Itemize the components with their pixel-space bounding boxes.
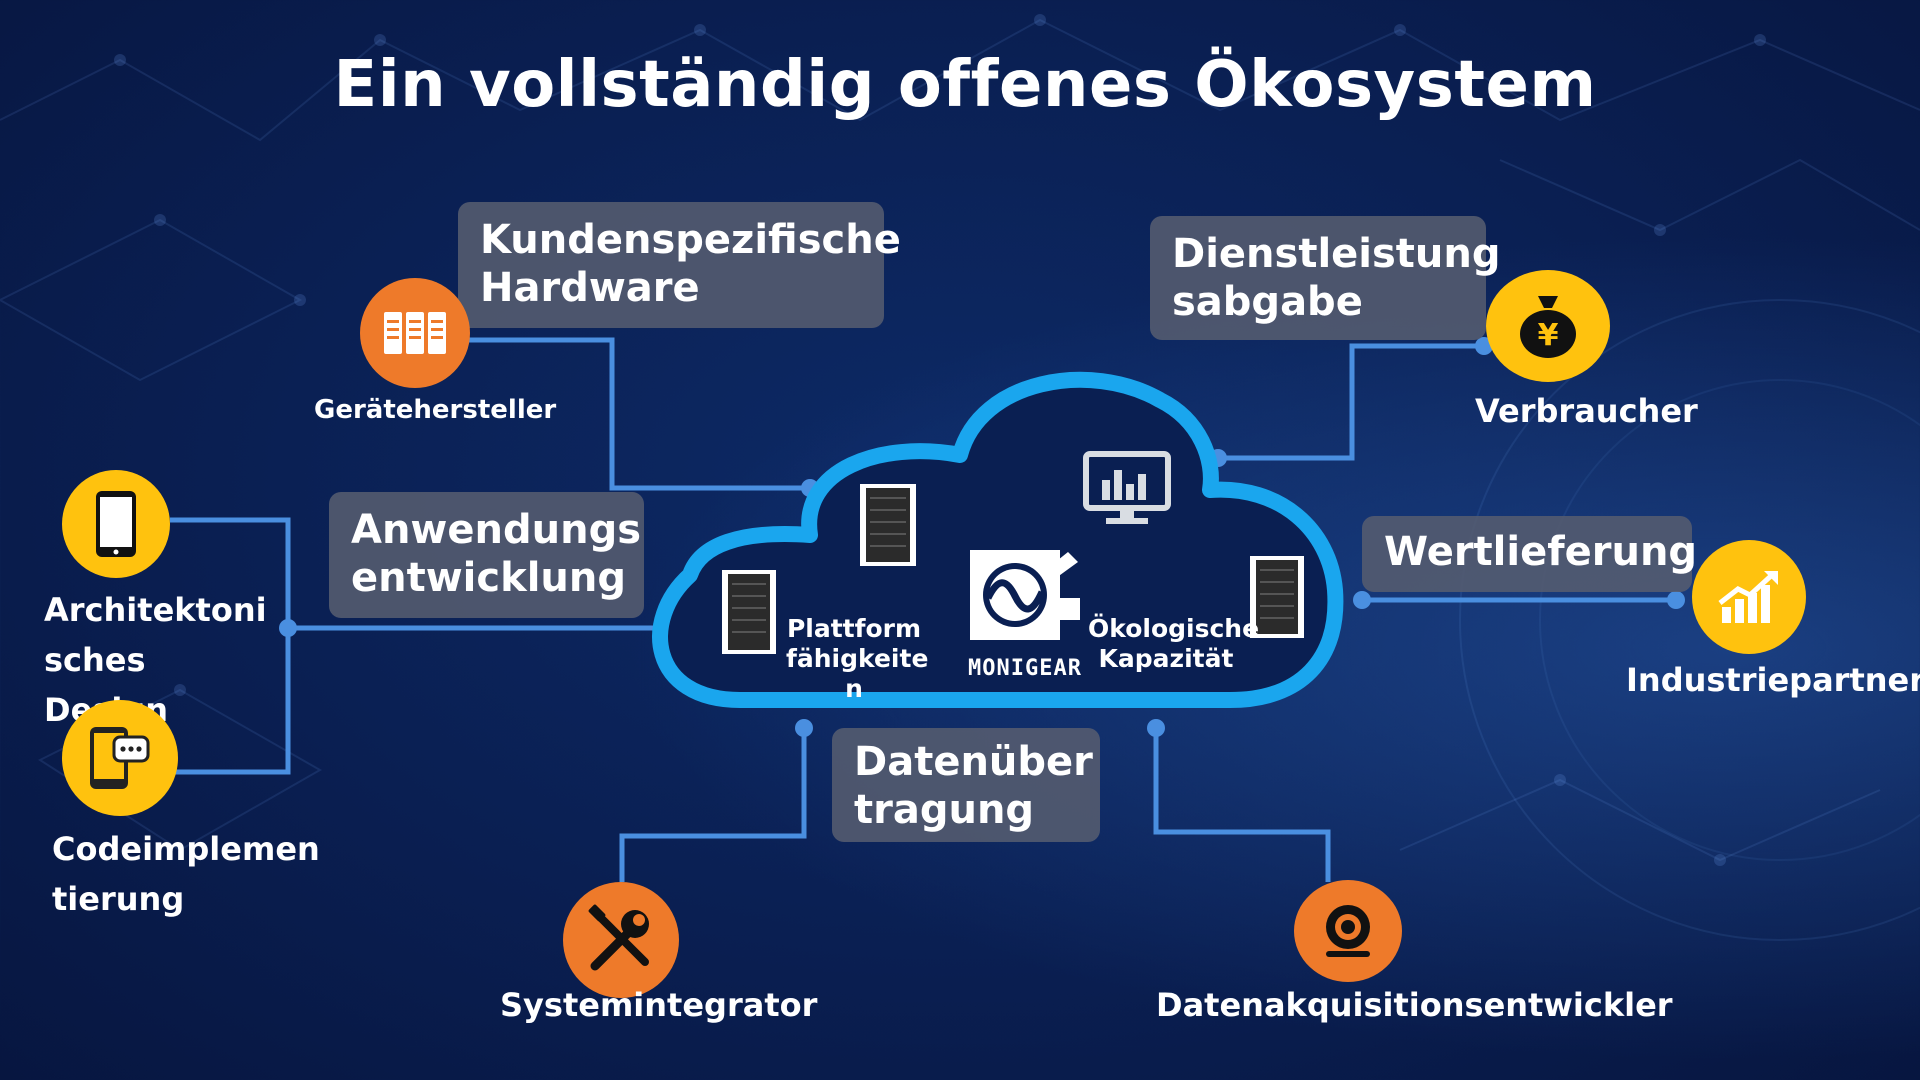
monigear-logo: MONIGEAR	[968, 548, 1088, 684]
connector-integrator	[619, 728, 807, 882]
box-data-transfer: Datenüber tragung	[832, 728, 1100, 842]
connector-daq	[1153, 728, 1331, 882]
node-daq	[1294, 880, 1402, 982]
label-industry: Industriepartner	[1626, 661, 1920, 699]
node-code	[62, 700, 178, 816]
tools-icon	[588, 904, 649, 971]
label-architecture: Architektoni sches Design	[44, 591, 267, 729]
money-bag-yen-icon: ¥	[1520, 296, 1576, 358]
label-integrator: Systemintegrator	[500, 986, 818, 1024]
box-value: Wertlieferung	[1362, 516, 1697, 592]
svg-text:¥: ¥	[1538, 318, 1559, 353]
smartphone-icon	[96, 491, 136, 557]
node-integrator	[563, 882, 679, 998]
label-manufacturer: Gerätehersteller	[314, 395, 557, 425]
box-app-dev: Anwendungs entwicklung	[329, 492, 644, 618]
box-service: Dienstleistung sabgabe	[1150, 216, 1501, 340]
connector-manufacturer	[465, 337, 810, 491]
growth-chart-icon	[1718, 571, 1778, 623]
node-manufacturer	[360, 278, 470, 388]
webcam-icon	[1326, 905, 1370, 957]
node-industry	[1692, 540, 1806, 654]
label-code: Codeimplemen tierung	[52, 830, 320, 918]
page-title: Ein vollständig offenes Ökosystem	[333, 48, 1597, 122]
node-architecture	[62, 470, 170, 578]
server-rack-icon	[384, 312, 446, 354]
label-daq: Datenakquisitionsentwickler	[1156, 986, 1673, 1024]
logo-wordmark: MONIGEAR	[968, 656, 1082, 681]
chat-phone-icon	[90, 727, 150, 789]
server-icon-right	[1250, 556, 1304, 638]
label-consumer: Verbraucher	[1475, 392, 1698, 430]
connector-consumer	[1218, 343, 1484, 461]
server-icon-top	[860, 484, 916, 566]
monitor-chart-icon	[1083, 451, 1171, 524]
cloud-label-eco: Ökologische Kapazität	[1088, 614, 1260, 673]
server-icon-left	[722, 570, 776, 654]
node-consumer: ¥	[1486, 270, 1610, 382]
box-custom-hardware: Kundenspezifische Hardware	[458, 202, 901, 328]
cloud-label-platform: Plattform fähigkeite n	[786, 614, 929, 703]
connector-left-bracket	[170, 517, 291, 775]
